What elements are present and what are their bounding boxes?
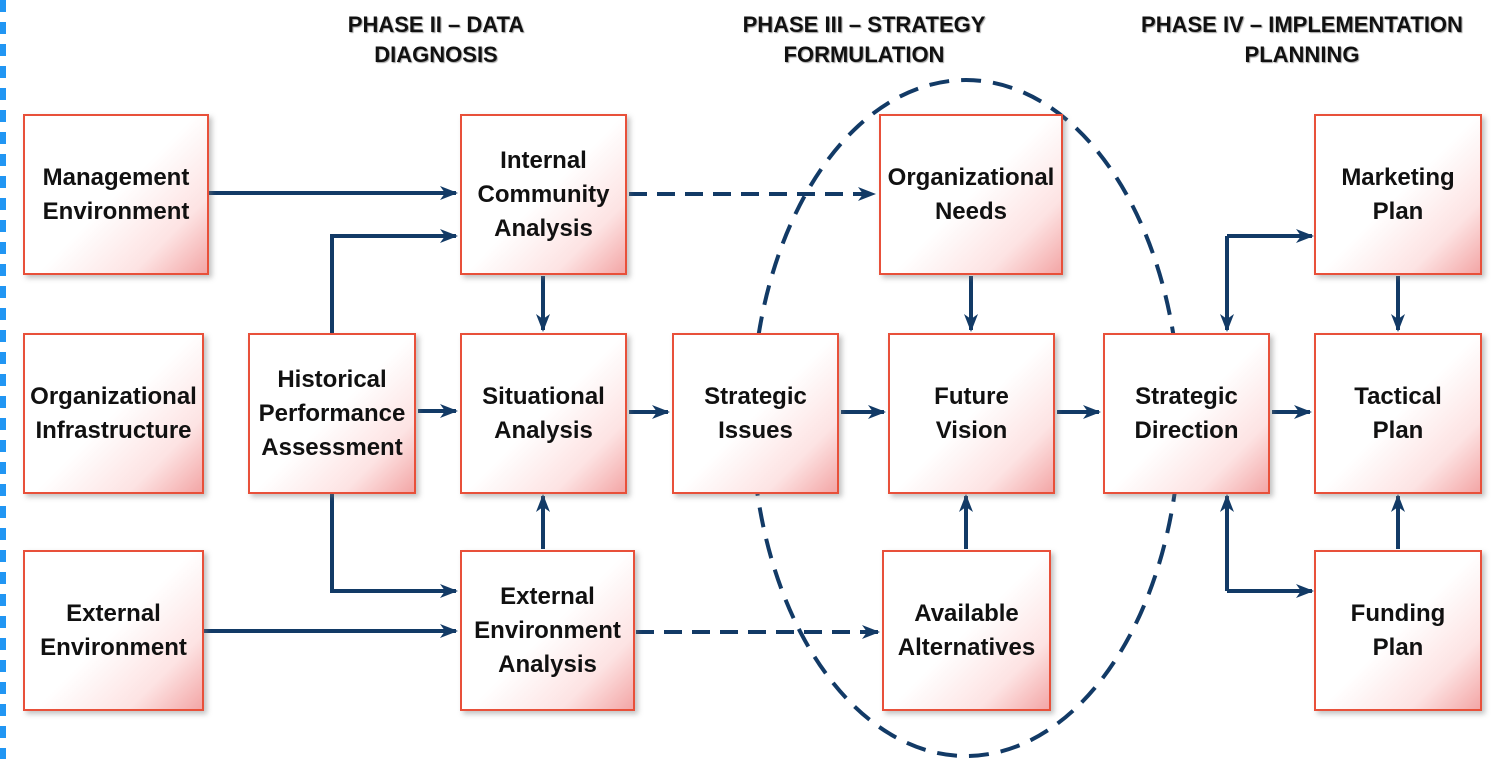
external-environment-analysis-box: External Environment Analysis (460, 550, 635, 711)
situational-analysis-box: Situational Analysis (460, 333, 627, 494)
historical-performance-box: Historical Performance Assessment (248, 333, 416, 494)
available-alternatives-box: Available Alternatives (882, 550, 1051, 711)
left-edge-dashed-stripe (0, 0, 6, 759)
box-label-line: Marketing (1341, 163, 1455, 191)
box-label-line: Analysis (494, 416, 593, 444)
box-label-line: Environment (40, 633, 187, 661)
box-label-line: Analysis (498, 650, 597, 678)
box-label-line: External (66, 599, 161, 627)
phase-ii-heading: PHASE II – DATA DIAGNOSIS (296, 10, 576, 70)
box-label-line: Analysis (494, 214, 593, 242)
box-label-line: Alternatives (897, 633, 1036, 661)
phase-iv-line-2: PLANNING (1244, 42, 1360, 67)
box-label-line: Vision (935, 416, 1008, 444)
external-environment-box: External Environment (23, 550, 204, 711)
box-label-line: Situational (482, 382, 605, 410)
phase-iv-line-1: PHASE IV – IMPLEMENTATION (1141, 12, 1463, 37)
box-label-line: Organizational (887, 163, 1055, 191)
box-label-line: Tactical (1354, 382, 1442, 410)
box-label-line: Assessment (261, 433, 403, 461)
box-label-line: Future (934, 382, 1009, 410)
future-vision-box: Future Vision (888, 333, 1055, 494)
box-label-line: Funding (1350, 599, 1446, 627)
box-label-line: Organizational (30, 382, 197, 410)
marketing-plan-box: Marketing Plan (1314, 114, 1482, 275)
tactical-plan-box: Tactical Plan (1314, 333, 1482, 494)
box-label-line: Plan (1372, 197, 1424, 225)
phase-iv-heading: PHASE IV – IMPLEMENTATION PLANNING (1112, 10, 1492, 70)
box-label-line: Strategic (1135, 382, 1238, 410)
organizational-infrastructure-box: Organizational Infrastructure (23, 333, 204, 494)
box-label-line: Environment (42, 197, 190, 225)
box-label-line: Community (477, 180, 610, 208)
strategic-issues-box: Strategic Issues (672, 333, 839, 494)
box-label-line: Strategic (704, 382, 807, 410)
phase-iii-heading: PHASE III – STRATEGY FORMULATION (704, 10, 1024, 70)
internal-community-analysis-box: Internal Community Analysis (460, 114, 627, 275)
phase-ii-line-2: DIAGNOSIS (374, 42, 498, 67)
phase-iii-line-1: PHASE III – STRATEGY (742, 12, 986, 37)
management-environment-box: Management Environment (23, 114, 209, 275)
box-label-line: Historical (277, 365, 387, 393)
box-label-line: Needs (934, 197, 1008, 225)
phase-ii-line-1: PHASE II – DATA (347, 12, 525, 37)
box-label-line: Internal (500, 146, 587, 174)
arrow-historical-to-external-analysis (330, 494, 458, 598)
box-label-line: Direction (1134, 416, 1239, 444)
box-label-line: Environment (474, 616, 621, 644)
box-label-line: Available (914, 599, 1019, 627)
arrow-historical-to-internal (330, 229, 458, 333)
box-label-line: Performance (258, 399, 406, 427)
box-label-line: External (500, 582, 595, 610)
strategic-direction-box: Strategic Direction (1103, 333, 1270, 494)
box-label-line: Issues (718, 416, 793, 444)
box-label-line: Infrastructure (35, 416, 192, 444)
box-label-line: Management (42, 163, 190, 191)
organizational-needs-box: Organizational Needs (879, 114, 1063, 275)
box-label-line: Plan (1372, 633, 1424, 661)
phase-iii-line-2: FORMULATION (783, 42, 945, 67)
funding-plan-box: Funding Plan (1314, 550, 1482, 711)
box-label-line: Plan (1372, 416, 1424, 444)
